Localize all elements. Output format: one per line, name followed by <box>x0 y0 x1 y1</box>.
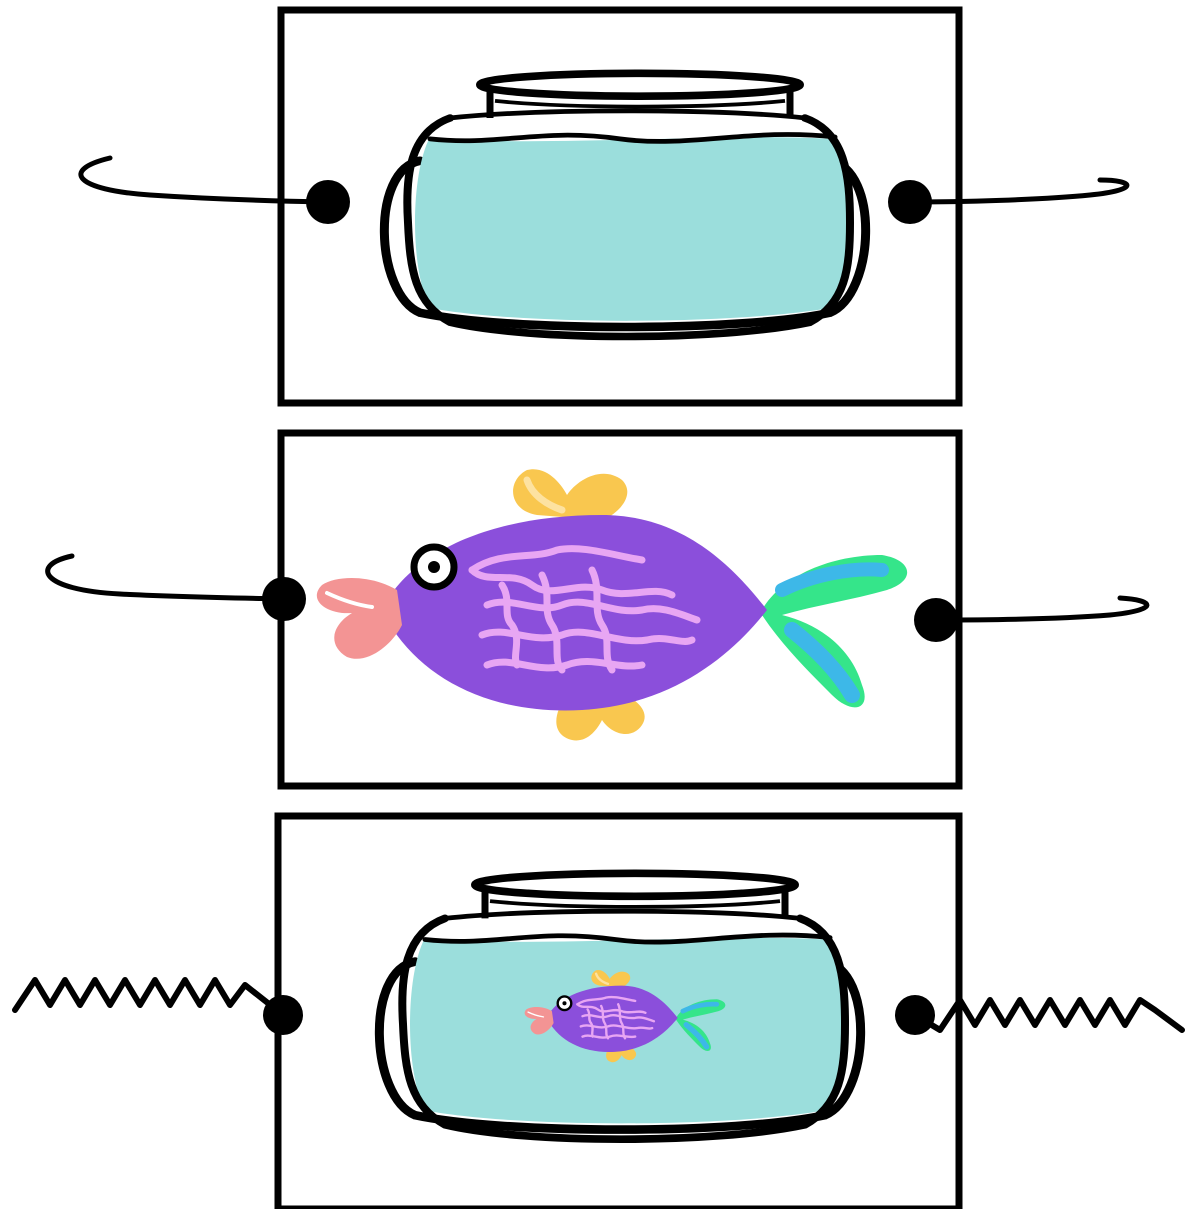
terminal-left <box>262 577 306 621</box>
wire-right <box>910 180 1127 202</box>
wire-left <box>81 158 328 202</box>
panel-empty-bowl <box>81 10 1127 403</box>
terminal-left <box>263 995 303 1035</box>
panel-fish-in-bowl <box>15 816 1182 1209</box>
spring-wire-right <box>915 1000 1182 1030</box>
wire-left <box>48 556 284 599</box>
fishbowl-icon <box>384 73 865 336</box>
terminal-left <box>306 180 350 224</box>
panel-fish <box>48 433 1147 786</box>
spring-wire-left <box>15 980 283 1015</box>
wire-right <box>936 598 1147 620</box>
fish-icon <box>317 469 907 740</box>
